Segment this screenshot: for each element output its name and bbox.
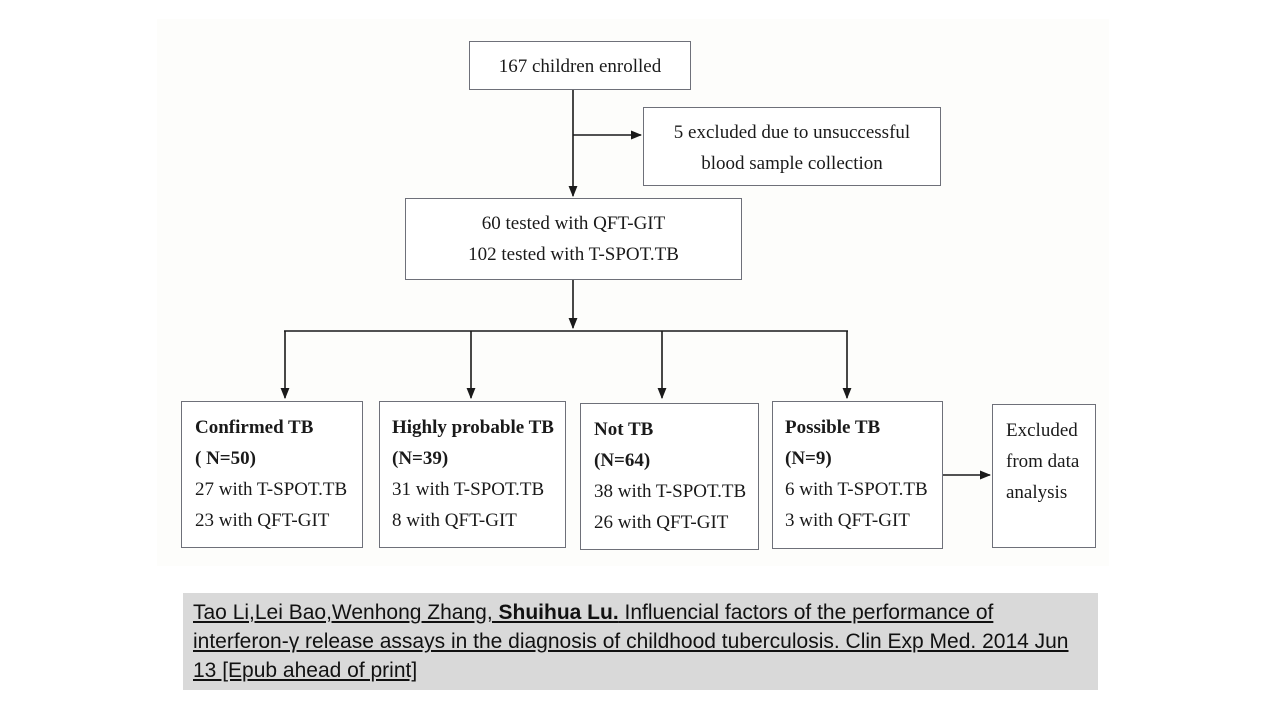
tested-qft-text: 60 tested with QFT-GIT xyxy=(481,213,666,234)
excluded-analysis-box: Excluded from data analysis xyxy=(992,404,1096,548)
group-qft: 26 with QFT-GIT xyxy=(594,512,729,533)
group-tspot: 38 with T-SPOT.TB xyxy=(594,481,747,502)
tested-box: 60 tested with QFT-GIT 102 tested with T… xyxy=(405,198,742,280)
group-title: Possible TB xyxy=(785,417,881,438)
group-qft: 3 with QFT-GIT xyxy=(785,510,910,531)
enrolled-box: 167 children enrolled xyxy=(469,41,691,90)
excluded-sample-line-1: 5 excluded due to unsuccessful xyxy=(673,122,911,143)
excluded-analysis-line-3: analysis xyxy=(1006,482,1068,503)
group-box-confirmed-tb: Confirmed TB ( N=50) 27 with T-SPOT.TB 2… xyxy=(181,401,363,548)
group-count: (N=9) xyxy=(785,448,832,469)
enrolled-text: 167 children enrolled xyxy=(498,56,662,77)
tested-tspot-text: 102 tested with T-SPOT.TB xyxy=(468,244,679,265)
citation-authors: Tao Li,Lei Bao,Wenhong Zhang, xyxy=(193,601,499,624)
group-qft: 23 with QFT-GIT xyxy=(195,510,330,531)
excluded-analysis-line-2: from data xyxy=(1006,451,1080,472)
citation-lead-author: Shuihua Lu. xyxy=(498,601,619,624)
group-title: Not TB xyxy=(594,419,654,440)
citation-text: Influencial factors of the performance o… xyxy=(193,601,1069,682)
excluded-sample-line-2: blood sample collection xyxy=(701,153,883,174)
group-tspot: 31 with T-SPOT.TB xyxy=(392,479,545,500)
group-tspot: 27 with T-SPOT.TB xyxy=(195,479,348,500)
citation-block: Tao Li,Lei Bao,Wenhong Zhang, Shuihua Lu… xyxy=(183,593,1098,690)
group-box-not-tb: Not TB (N=64) 38 with T-SPOT.TB 26 with … xyxy=(580,403,759,550)
group-title: Highly probable TB xyxy=(392,417,554,438)
group-box-possible-tb: Possible TB (N=9) 6 with T-SPOT.TB 3 wit… xyxy=(772,401,943,549)
citation-link[interactable]: Tao Li,Lei Bao,Wenhong Zhang, Shuihua Lu… xyxy=(193,601,1069,682)
group-count: ( N=50) xyxy=(195,448,256,469)
group-tspot: 6 with T-SPOT.TB xyxy=(785,479,928,500)
group-count: (N=64) xyxy=(594,450,651,471)
group-count: (N=39) xyxy=(392,448,449,469)
group-title: Confirmed TB xyxy=(195,417,314,438)
group-box-highly-probable-tb: Highly probable TB (N=39) 31 with T-SPOT… xyxy=(379,401,566,548)
excluded-analysis-line-1: Excluded xyxy=(1006,420,1078,441)
group-qft: 8 with QFT-GIT xyxy=(392,510,517,531)
excluded-sample-box: 5 excluded due to unsuccessful blood sam… xyxy=(643,107,941,186)
